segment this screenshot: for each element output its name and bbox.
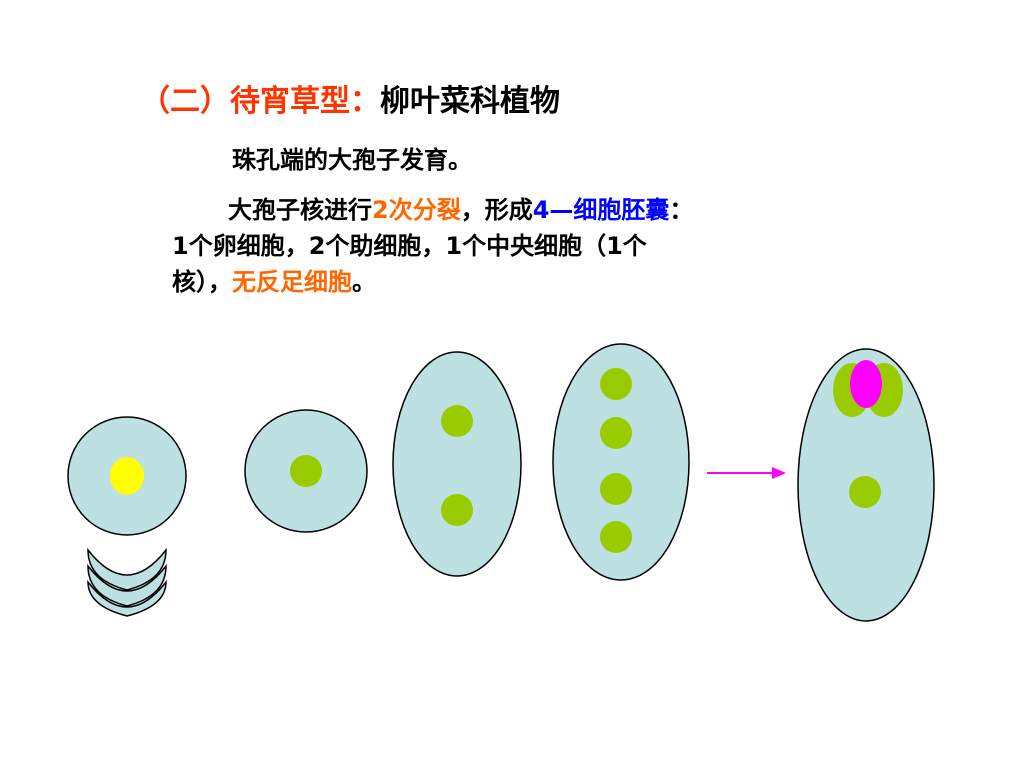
degenerated-megaspore xyxy=(87,563,167,607)
nucleus xyxy=(441,405,473,437)
body-paragraph: 大孢子核进行2次分裂，形成4—细胞胚囊： 1个卵细胞，2个助细胞，1个中央细胞（… xyxy=(172,192,892,300)
body-text-segment: 大孢子核进行 xyxy=(228,196,372,224)
body-text-segment: ： xyxy=(669,196,694,224)
highlight-division-count: 2次分裂 xyxy=(372,196,461,224)
slide-subtitle: 珠孔端的大孢子发育。 xyxy=(232,146,472,174)
central-cell-nucleus xyxy=(849,476,881,508)
stage-megaspore xyxy=(67,416,187,536)
nucleus xyxy=(600,521,632,553)
stage-mature-embryo-sac xyxy=(797,348,935,622)
highlight-embryo-sac-type: 4—细胞胚囊 xyxy=(532,196,670,224)
stage-tetranucleate xyxy=(552,343,690,581)
body-line-3: 核），无反足细胞。 xyxy=(172,264,892,300)
degenerated-megaspores xyxy=(87,547,167,617)
nucleus xyxy=(441,494,473,526)
stage-binucleate xyxy=(392,351,522,577)
highlight-no-antipodal: 无反足细胞 xyxy=(232,268,352,296)
nucleus xyxy=(600,473,632,505)
nucleus xyxy=(600,368,632,400)
arrow-head xyxy=(772,467,786,479)
body-text-segment: 核）， xyxy=(172,268,232,296)
body-text-segment: ，形成 xyxy=(460,196,533,224)
cell xyxy=(552,343,690,581)
body-text-segment: 。 xyxy=(352,268,376,296)
title-suffix: 柳叶菜科植物 xyxy=(380,84,560,119)
nucleus xyxy=(290,455,322,487)
slide-title: （二）待宵草型：柳叶菜科植物 xyxy=(140,80,560,124)
stage-uninucleate xyxy=(244,409,368,533)
cell xyxy=(392,351,522,577)
degenerated-megaspore xyxy=(87,547,167,591)
body-line-1: 大孢子核进行2次分裂，形成4—细胞胚囊： xyxy=(172,192,892,228)
title-prefix: （二）待宵草型： xyxy=(140,84,380,119)
body-line-2: 1个卵细胞，2个助细胞，1个中央细胞（1个 xyxy=(172,232,647,260)
development-arrow xyxy=(707,467,786,479)
megaspore-nucleus xyxy=(110,457,144,495)
degenerated-megaspore xyxy=(87,579,167,617)
egg-cell xyxy=(850,360,882,408)
nucleus xyxy=(600,417,632,449)
